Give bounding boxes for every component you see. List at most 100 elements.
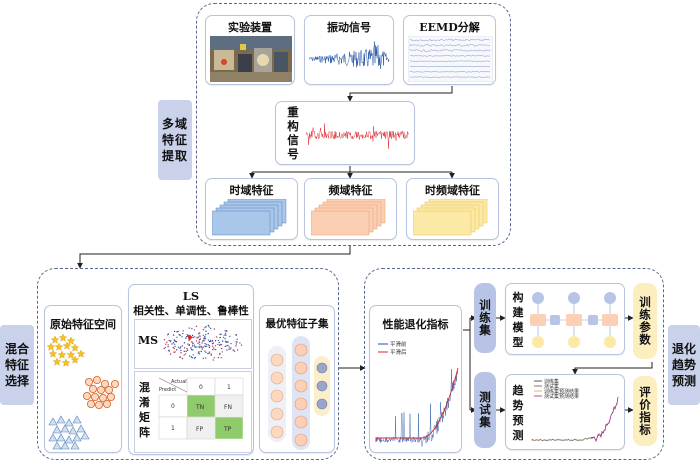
ms-point: [177, 346, 180, 348]
ms-point: [166, 341, 168, 343]
triangle-marker: [80, 431, 90, 440]
ms-point: [173, 339, 176, 341]
side-label-trend-prediction: 退化趋势预测: [668, 325, 700, 405]
ms-point: [190, 348, 193, 351]
ms-point: [167, 344, 169, 346]
circle-marker: [103, 400, 112, 409]
card-ls-ms-selection: LS 相关性、单调性、鲁棒性 MS 混淆矩阵 Actual Predict 0 …: [128, 284, 254, 455]
eval-metrics-pill: 评价指标: [633, 376, 657, 446]
ms-point: [208, 326, 210, 328]
performance-indicator-plot: 平滑前 平滑后: [375, 340, 459, 447]
side-label-hybrid-selection: 混合特征选择: [0, 325, 34, 405]
eemd-imf-trace: [409, 49, 491, 52]
ms-point: [163, 339, 166, 341]
card-vibration-signal: 振动信号: [304, 15, 394, 85]
ms-point: [196, 337, 198, 339]
triangle-marker: [60, 441, 70, 450]
ms-point: [219, 336, 221, 339]
perf-smooth-trace: [375, 367, 459, 442]
circle-marker: [83, 392, 92, 401]
ms-point: [205, 343, 208, 346]
ms-point: [186, 335, 188, 338]
ms-point: [190, 356, 192, 358]
ms-point: [163, 347, 165, 350]
ms-point: [179, 356, 181, 358]
ms-point: [190, 347, 192, 349]
triangle-marker: [56, 415, 66, 424]
trend-legend-train-pred: 训练集预测结果: [544, 388, 579, 395]
trend-legend-test: 测试集: [544, 383, 559, 390]
optimal-subset-title: 最优特征子集: [265, 318, 329, 330]
ms-point: [232, 349, 235, 351]
circle-marker: [91, 393, 100, 402]
ms-point: [191, 357, 194, 359]
ms-point: [219, 353, 221, 356]
ms-point: [204, 342, 206, 345]
side-label-hybrid-selection-text: 混合特征选择: [4, 342, 29, 388]
ms-point: [224, 345, 226, 348]
ms-point: [181, 345, 184, 347]
ms-point: [187, 343, 189, 345]
triangle-marker: [48, 417, 58, 426]
ms-point: [194, 346, 196, 348]
ms-point: [198, 353, 201, 355]
ms-point: [169, 340, 172, 343]
ms-point: [176, 349, 178, 351]
ms-point: [228, 348, 230, 350]
reconstructed-signal-plot: [306, 123, 409, 149]
trend-train-trace: [531, 437, 593, 442]
ms-point: [197, 342, 199, 345]
ms-point: [208, 352, 210, 354]
test-set-pill: 测试集: [474, 372, 496, 448]
triangle-marker: [52, 425, 62, 434]
card-experiment-setup-title: 实验装置: [228, 21, 272, 34]
ms-point: [202, 329, 205, 331]
ms-point: [192, 354, 194, 356]
card-vibration-signal-title: 振动信号: [327, 21, 371, 34]
ms-point: [208, 351, 211, 353]
ms-point: [229, 348, 231, 350]
star-marker: [57, 350, 67, 359]
reconstructed-trace: [306, 123, 409, 149]
ms-point: [216, 336, 218, 338]
ms-point: [199, 335, 201, 337]
ms-point: [192, 336, 195, 339]
ms-point: [236, 349, 239, 351]
ms-point: [168, 349, 170, 351]
ms-point: [211, 345, 214, 347]
card-time-frequency-domain: 时频域特征: [406, 178, 499, 240]
cm-row1: 1: [171, 425, 175, 432]
ms-point: [210, 327, 212, 330]
ms-point: [217, 356, 220, 359]
ms-point: [201, 342, 203, 344]
ms-point: [205, 357, 207, 359]
ms-point: [176, 331, 178, 333]
ms-point: [200, 345, 203, 348]
ls-subtitle: 相关性、单调性、鲁棒性: [133, 305, 249, 317]
time-frequency-stack-icon: [413, 199, 488, 236]
ms-point: [226, 349, 228, 351]
ms-point: [175, 341, 178, 343]
ms-point: [227, 341, 229, 343]
cm-tp: TP: [223, 426, 232, 433]
ms-point: [222, 336, 225, 339]
circle-marker: [93, 376, 102, 385]
cm-actual: Actual: [171, 379, 187, 385]
ms-point: [224, 337, 226, 340]
ms-point: [172, 334, 175, 336]
ms-point: [219, 333, 221, 336]
ms-point: [183, 347, 186, 349]
ms-point: [191, 334, 194, 337]
ms-point: [181, 336, 183, 338]
ms-point: [220, 357, 222, 359]
ms-point: [204, 335, 206, 338]
side-label-multi-domain: 多域特征提取: [158, 100, 192, 180]
triangle-marker: [70, 441, 80, 450]
ms-point: [236, 341, 238, 343]
ms-point: [169, 353, 172, 355]
card-optimal-subset: 最优特征子集: [259, 305, 335, 453]
circle-marker: [101, 380, 110, 389]
ms-point: [213, 357, 216, 359]
ms-point: [198, 333, 200, 335]
